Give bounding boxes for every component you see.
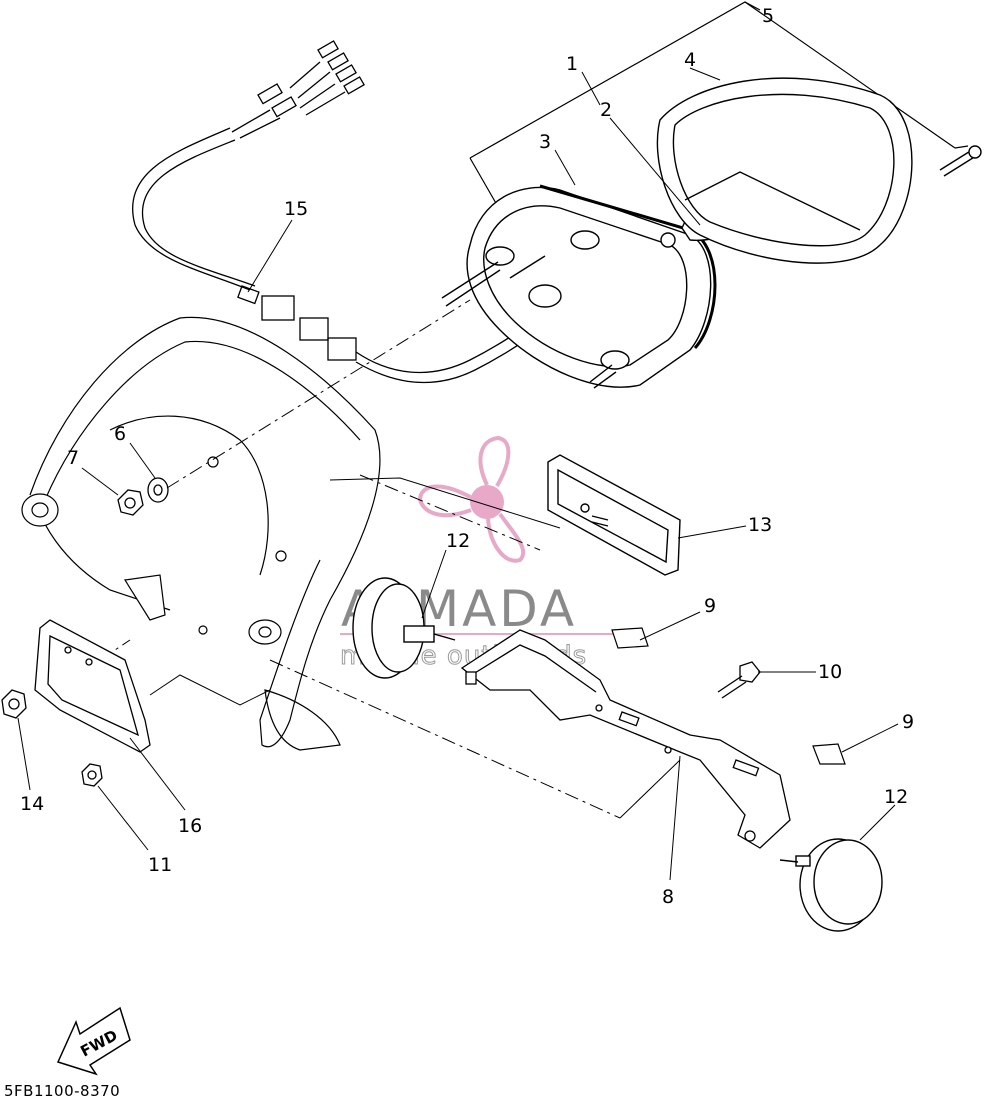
callout-6: 6 bbox=[114, 423, 126, 445]
nut-7-icon bbox=[117, 489, 144, 516]
bullet-connector-icon bbox=[257, 40, 365, 118]
callout-9-lower: 9 bbox=[902, 711, 914, 733]
callout-10: 10 bbox=[818, 661, 842, 683]
wiring-harness bbox=[132, 40, 546, 384]
callout-12-right: 12 bbox=[884, 786, 908, 808]
fwd-arrow-icon: FWD bbox=[56, 1006, 131, 1076]
license-bracket-16 bbox=[34, 619, 151, 753]
coupler-15-icon bbox=[261, 295, 295, 321]
license-light-13 bbox=[547, 454, 681, 576]
callout-leaders bbox=[17, 67, 899, 881]
tail-lamp-assembly bbox=[441, 77, 982, 389]
rear-fender bbox=[21, 316, 381, 751]
assembly-guide-lines bbox=[149, 477, 681, 819]
callout-4: 4 bbox=[684, 49, 696, 71]
watermark-propeller-logo bbox=[417, 435, 526, 563]
reflector-12-left bbox=[352, 577, 456, 679]
callout-11: 11 bbox=[148, 854, 172, 876]
plate-9-upper bbox=[611, 627, 649, 649]
bracket-8 bbox=[460, 629, 791, 849]
reflector-12-right bbox=[779, 838, 883, 932]
callout-3: 3 bbox=[539, 131, 551, 153]
callout-14: 14 bbox=[20, 793, 44, 815]
callout-15: 15 bbox=[284, 198, 308, 220]
washer-6-icon bbox=[147, 477, 169, 503]
plate-9-lower bbox=[812, 743, 846, 765]
nut-11-icon bbox=[81, 763, 103, 787]
diagram-part-number: 5FB1100-8370 bbox=[4, 1082, 120, 1100]
callout-2: 2 bbox=[600, 99, 612, 121]
callout-13: 13 bbox=[748, 514, 772, 536]
screw-5-icon bbox=[939, 145, 982, 177]
callout-8: 8 bbox=[662, 886, 674, 908]
callout-5: 5 bbox=[762, 5, 774, 27]
callout-1: 1 bbox=[566, 53, 578, 75]
callout-7: 7 bbox=[67, 447, 79, 469]
callout-numbers: 1 2 3 4 5 6 7 15 13 12 9 10 9 12 8 14 16… bbox=[20, 5, 914, 908]
nut-14-icon bbox=[1, 689, 27, 719]
bolt-10-icon bbox=[717, 661, 761, 699]
assembly-centerlines bbox=[54, 299, 621, 819]
callout-16: 16 bbox=[178, 815, 202, 837]
callout-9-upper: 9 bbox=[704, 595, 716, 617]
callout-12-left: 12 bbox=[446, 530, 470, 552]
